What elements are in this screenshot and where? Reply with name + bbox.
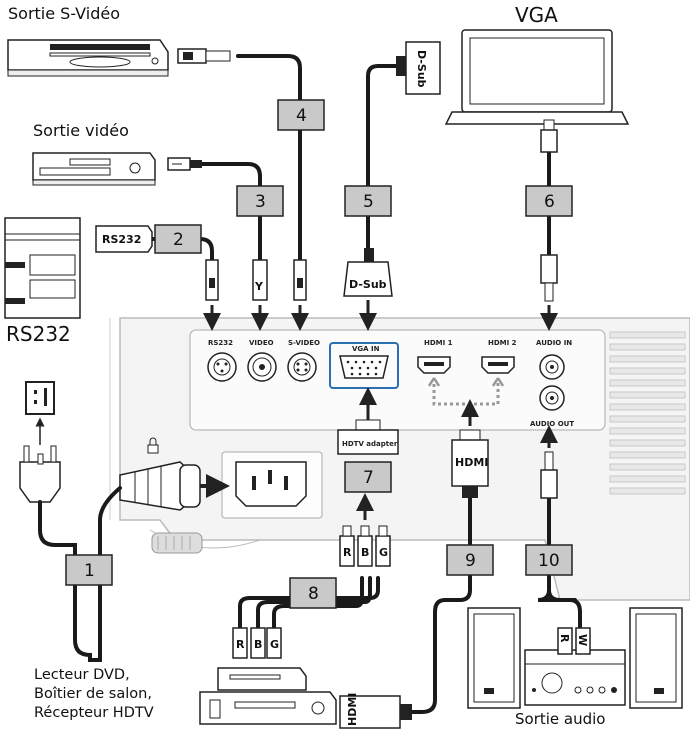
cable-number-10: 10: [525, 544, 573, 576]
plug-g-top: G: [379, 546, 388, 559]
cable-number-8: 8: [289, 577, 337, 609]
plug-r-bottom: R: [236, 638, 245, 651]
svg-text:1: 1: [84, 561, 95, 581]
hdmi-plug-label: HDMI: [455, 456, 488, 469]
port-label-vga-in: VGA IN: [352, 345, 380, 353]
rgb-plugs-source: R B G: [232, 627, 282, 659]
svg-text:6: 6: [544, 192, 555, 212]
hdmi-plug-projector: HDMI: [451, 429, 489, 498]
audio-plug-projector: [540, 254, 558, 302]
audio-output-devices: [467, 607, 683, 709]
video-plug-projector: Y: [252, 259, 268, 301]
port-label-rs232: RS232: [208, 339, 233, 347]
audio-output-label: Sortie audio: [515, 710, 606, 728]
projector-body: [109, 317, 690, 601]
dvd-source-label-line2: Boîtier de salon,: [34, 686, 152, 702]
svideo-output-label: Sortie S-Vidéo: [8, 4, 120, 23]
port-label-hdmi1: HDMI 1: [424, 339, 453, 347]
svg-text:9: 9: [465, 551, 476, 571]
vga-label: VGA: [515, 3, 558, 27]
audio-plug-laptop: [540, 119, 558, 153]
plug-r-top: R: [343, 546, 352, 559]
port-label-video: VIDEO: [249, 339, 274, 347]
video-output-label: Sortie vidéo: [33, 121, 129, 140]
svideo-port: [287, 352, 317, 382]
hdmi-plug-source: HDMI: [339, 693, 412, 729]
cable-number-4: 4: [277, 99, 325, 131]
rs232-plug-label: RS232: [102, 233, 141, 246]
hdtv-adapter-label: HDTV adapter: [342, 440, 398, 448]
hdmi1-port: [417, 356, 451, 374]
audio-in-port: [539, 354, 565, 380]
svg-text:4: 4: [296, 106, 307, 126]
cable-number-3: 3: [236, 185, 284, 217]
rs232-device-label: RS232: [6, 322, 71, 346]
plug-b-top: B: [361, 546, 369, 559]
svg-text:8: 8: [308, 584, 319, 604]
power-plug: [19, 445, 61, 503]
vent-grille: [609, 331, 686, 495]
audio-plug-out: [540, 451, 558, 499]
rs232-plug-source: RS232: [95, 225, 153, 253]
port-label-audio-in: AUDIO IN: [536, 339, 572, 347]
rs232-plug-projector: [205, 259, 219, 301]
svg-text:7: 7: [363, 468, 374, 488]
svg-text:3: 3: [255, 192, 266, 212]
plug-b-bottom: B: [254, 638, 262, 651]
video-port: [247, 352, 277, 382]
plug-g-bottom: G: [270, 638, 279, 651]
iec-connector: [119, 461, 201, 511]
rs232-device: [4, 217, 81, 319]
port-label-audio-out: AUDIO OUT: [530, 420, 574, 428]
plug-w-audio: W: [576, 634, 589, 646]
dvd-source-label-line1: Lecteur DVD,: [34, 667, 130, 683]
cable-number-9: 9: [446, 544, 494, 576]
hdtv-adapter: HDTV adapter: [337, 419, 399, 455]
dsub-plug-projector: D-Sub: [343, 248, 393, 297]
port-label-svideo: S-VIDEO: [288, 339, 320, 347]
port-label-hdmi2: HDMI 2: [488, 339, 517, 347]
cables: [38, 54, 582, 714]
audio-out-port: [539, 385, 565, 411]
cable-number-1: 1: [65, 554, 113, 586]
video-plug-source: [167, 157, 202, 171]
rs232-port: [207, 352, 237, 382]
lock-icon: [147, 437, 159, 454]
cable-number-6: 6: [525, 185, 573, 217]
dsub-plug-laptop: D-Sub: [396, 41, 441, 95]
power-inlet: [235, 461, 307, 507]
svideo-plug-projector: [293, 259, 307, 301]
dvd-source-label-line3: Récepteur HDTV: [34, 705, 154, 721]
dsub-top-label: D-Sub: [415, 50, 428, 88]
cable-number-2: 2: [154, 224, 202, 254]
rgb-plugs-projector: R B G: [339, 525, 391, 567]
video-source-device: [32, 152, 156, 186]
hdmi-plug-small-label: HDMI: [346, 693, 359, 726]
video-plug-y-label: Y: [254, 280, 264, 293]
dvd-source-device: [199, 667, 337, 725]
plug-r-audio: R: [558, 634, 571, 643]
svg-text:5: 5: [363, 192, 374, 212]
svg-text:2: 2: [173, 230, 184, 250]
svideo-plug-source: [177, 48, 231, 64]
svg-text:10: 10: [538, 551, 560, 571]
cable-number-5: 5: [344, 185, 392, 217]
rw-plugs: R W: [557, 627, 591, 655]
power-outlet: [25, 381, 55, 415]
hdmi2-port: [481, 356, 515, 374]
cable-number-7: 7: [344, 461, 392, 493]
svideo-source-device: [7, 39, 169, 77]
laptop-device: [444, 29, 630, 125]
dsub-bottom-label: D-Sub: [349, 278, 387, 291]
